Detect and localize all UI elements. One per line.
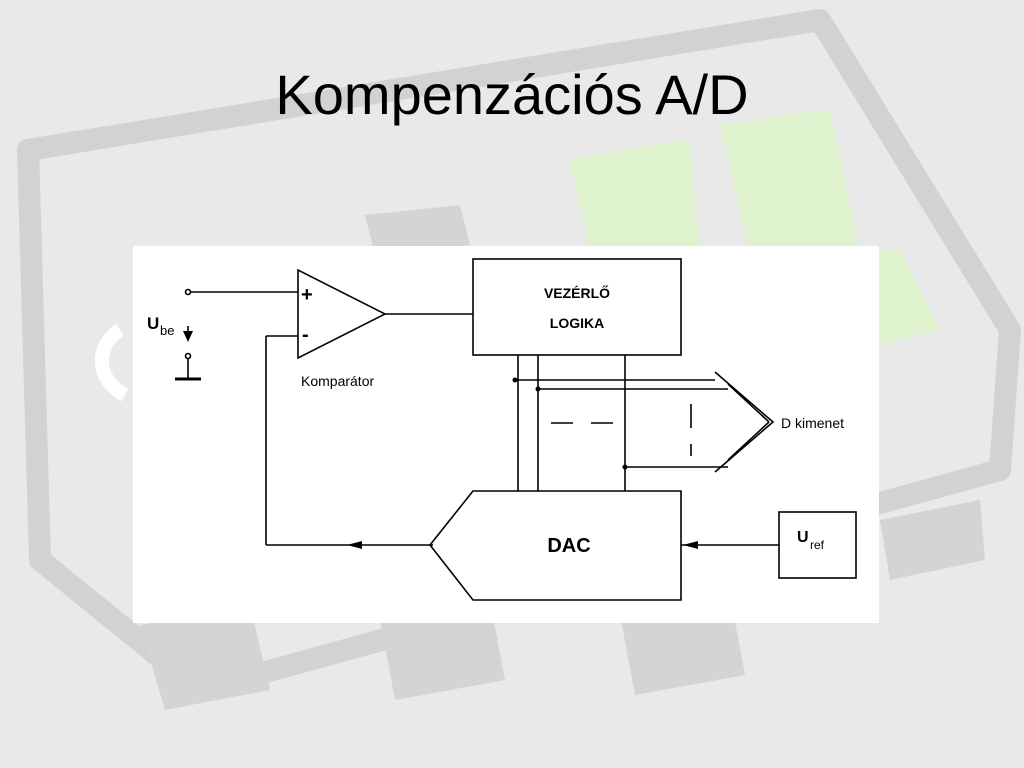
green-accent-shape: [720, 110, 860, 250]
green-accent-shape: [880, 250, 940, 345]
reference-box: [778, 511, 857, 579]
chip-pin-shape: [380, 600, 505, 700]
decor-curve: [94, 324, 129, 402]
chip-outline-shape: [17, 9, 1021, 701]
chip-pin-shape: [140, 605, 270, 710]
input-voltage-subscript: be: [160, 323, 174, 338]
input-terminal-bottom: [184, 352, 192, 360]
control-logic-box: [472, 258, 682, 356]
feedback-arrowhead: [347, 541, 362, 549]
junction-dot: [535, 386, 541, 392]
control-logic-label-line1: VEZÉRLŐ: [544, 284, 610, 301]
junction-dot: [512, 377, 518, 383]
block-diagram: + - Komparátor VEZÉRLŐ LOGIKA DAC U be U…: [133, 246, 879, 623]
output-label: D kimenet: [781, 415, 844, 431]
dac-block: [428, 490, 682, 601]
input-voltage-symbol: U: [147, 314, 159, 333]
output-bus-arrow: [714, 371, 775, 473]
comparator-symbol: [297, 268, 387, 360]
comparator-plus-sign: +: [301, 284, 313, 306]
output-bus-arrow-inner-bottom: [727, 421, 770, 461]
comparator-label: Komparátor: [301, 373, 374, 389]
input-arrowhead: [183, 331, 193, 342]
input-terminal-top: [184, 288, 192, 296]
slide-title: Kompenzációs A/D: [275, 63, 749, 126]
chip-pin-shape: [365, 205, 470, 255]
output-bus-arrow-inner-top: [727, 383, 770, 423]
green-accent-shape: [570, 140, 700, 250]
reference-arrowhead: [683, 541, 698, 549]
comparator-minus-sign: -: [302, 324, 309, 346]
reference-voltage-subscript: ref: [810, 538, 825, 552]
junction-dot: [622, 464, 628, 470]
dac-label: DAC: [547, 535, 590, 557]
reference-voltage-symbol: U: [797, 529, 809, 546]
chip-pin-shape: [880, 500, 985, 580]
control-logic-label-line2: LOGIKA: [550, 315, 604, 331]
